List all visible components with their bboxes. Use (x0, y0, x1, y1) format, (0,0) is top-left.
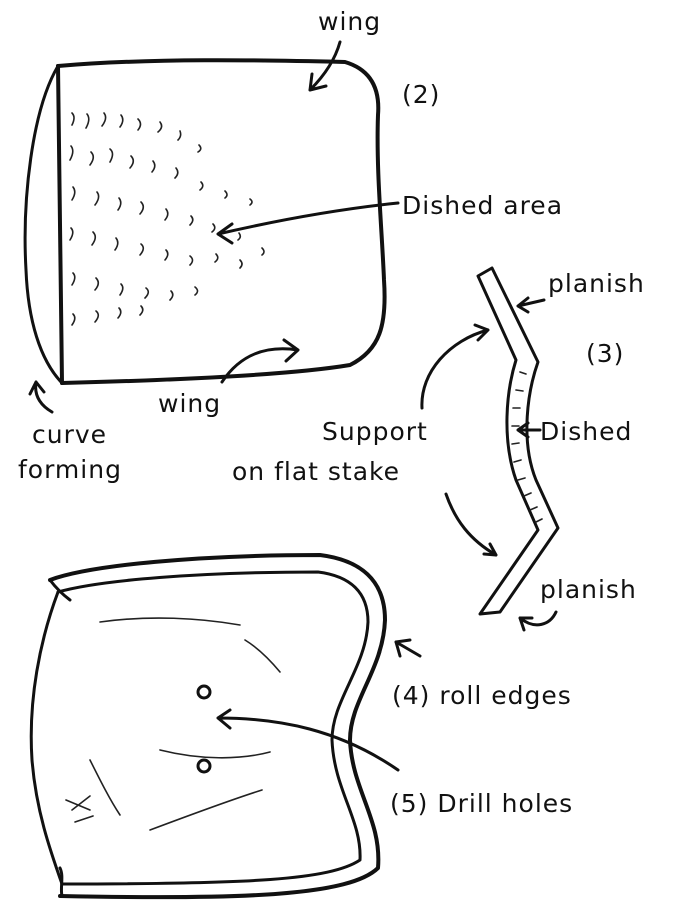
drill-hole-bottom (198, 760, 210, 772)
panel-step2 (25, 60, 384, 383)
drill-hole-top (198, 686, 210, 698)
dished-area-hatching (70, 113, 264, 325)
label-planish-bottom: planish (540, 575, 637, 604)
plate-step4-5 (31, 555, 385, 897)
plate-surface-lines (66, 618, 280, 830)
arrow-curve-forming (30, 382, 52, 412)
label-dished-area: Dished area (402, 191, 563, 220)
arrow-wing-top (310, 42, 340, 90)
plate-left-edge (31, 592, 62, 884)
arrow-roll-edges (396, 640, 420, 656)
label-step5: (5) Drill holes (390, 789, 573, 818)
panel-left-edge (58, 66, 62, 383)
label-curve: curve (32, 420, 107, 449)
arrow-planish-top (518, 298, 544, 312)
panel-outline (58, 60, 385, 383)
arrow-drill-holes (218, 710, 398, 770)
plate-inner-edge (58, 572, 368, 884)
label-wing-top: wing (318, 7, 381, 36)
label-step3: (3) (586, 339, 624, 368)
label-forming: forming (18, 455, 122, 484)
curved-left-edge (25, 66, 62, 383)
label-wing-bottom: wing (158, 389, 221, 418)
label-support: Support (322, 417, 428, 446)
rolled-edge-left (50, 580, 70, 896)
label-dished: Dished (540, 417, 632, 446)
arrow-planish-bottom (520, 612, 556, 630)
arrow-support-down (446, 494, 496, 555)
label-on-flat-stake: on flat stake (232, 457, 400, 486)
label-step4: (4) roll edges (392, 681, 572, 710)
label-planish-top: planish (548, 269, 645, 298)
label-step2: (2) (402, 80, 440, 109)
arrow-dished-area (218, 203, 398, 243)
arrow-dished (518, 423, 540, 437)
arrow-support-up (422, 325, 488, 408)
